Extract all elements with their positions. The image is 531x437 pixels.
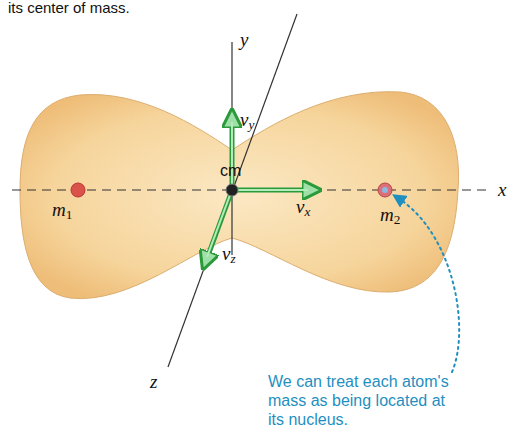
y-axis: [231, 42, 232, 255]
callout-leader: [398, 198, 459, 372]
caption-fragment: its center of mass.: [8, 0, 130, 15]
axis-label: z: [150, 372, 157, 391]
mass-label: m1: [52, 200, 72, 222]
axis-label: y: [240, 30, 248, 49]
callout-note: We can treat each atom's mass as being l…: [268, 372, 458, 430]
atom-m2-core: [382, 187, 388, 193]
velocity-label: vx: [296, 197, 310, 219]
velocity-label: vz: [222, 244, 236, 266]
center-of-mass-label: cm: [220, 163, 241, 179]
axis-label: x: [498, 180, 506, 199]
velocity-label: vy: [240, 110, 254, 132]
electron-cloud: [20, 92, 459, 299]
atom-m1: [71, 183, 85, 197]
cm-dot: [226, 184, 238, 196]
vx-arrow: [234, 188, 312, 193]
mass-label: m2: [380, 205, 400, 227]
vx-arrow-core: [236, 189, 308, 191]
atom-m2: [378, 183, 392, 197]
